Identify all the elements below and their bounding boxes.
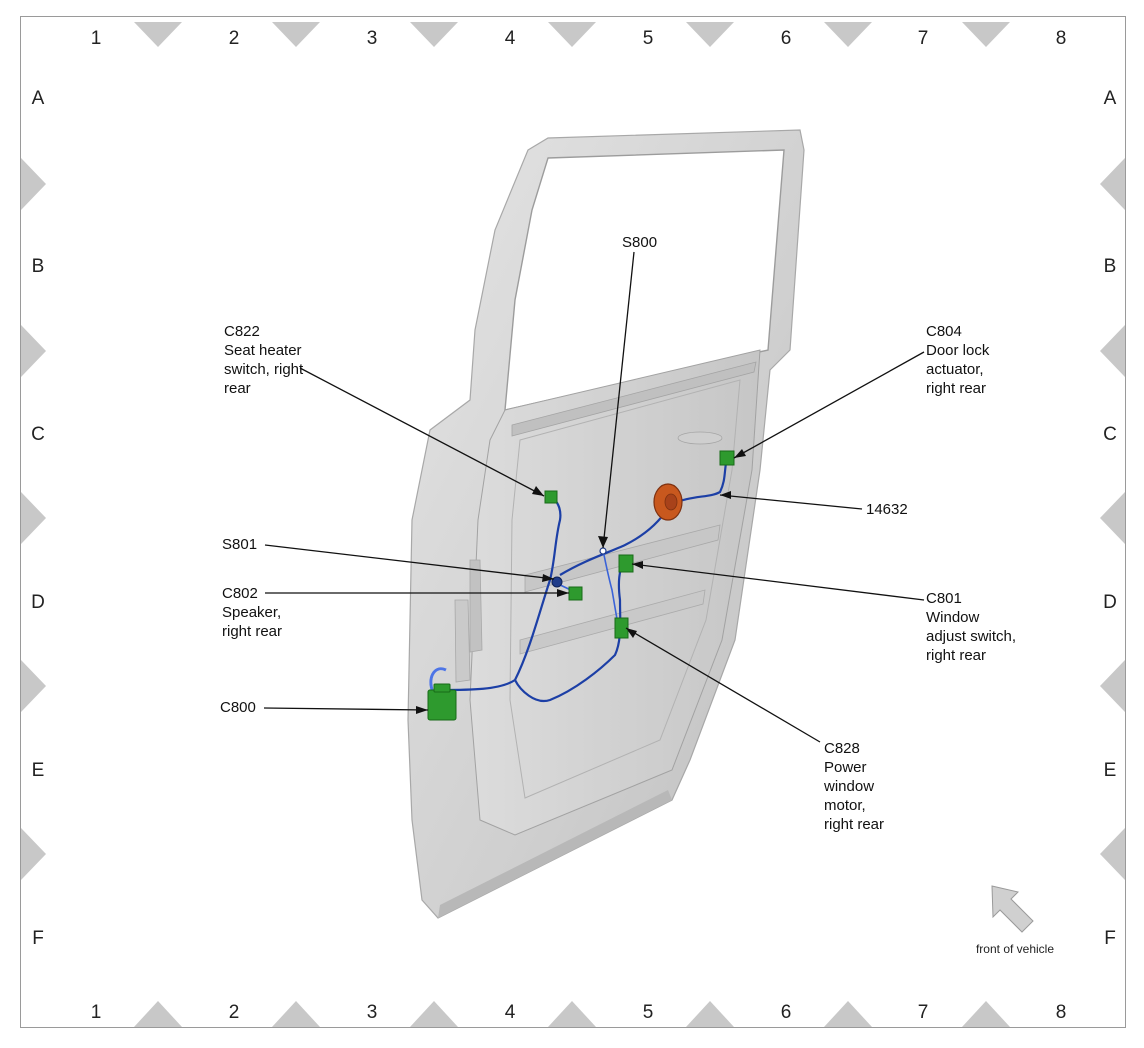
callout-c828-line-1: C828 bbox=[824, 740, 860, 757]
callout-c801-line-1: C801 bbox=[926, 590, 962, 607]
connector-c804 bbox=[719, 450, 735, 466]
callout-14632-line-1: 14632 bbox=[866, 501, 908, 518]
row-label-c-right: C bbox=[1103, 424, 1117, 445]
leader-arrowheads bbox=[416, 449, 746, 714]
callout-c800: C800 bbox=[220, 699, 256, 716]
callout-c804-line-1: C804 bbox=[926, 323, 962, 340]
row-label-a-right: A bbox=[1104, 88, 1117, 109]
diagram-frame bbox=[20, 16, 1126, 1028]
callout-c822-line-2: Seat heater bbox=[224, 342, 302, 359]
callout-s801-line-1: S801 bbox=[222, 536, 257, 553]
callout-c802: C802 Speaker, right rear bbox=[222, 585, 282, 640]
grid-ticks-top bbox=[134, 22, 1010, 47]
front-of-vehicle-label: front of vehicle bbox=[976, 942, 1054, 956]
leader-lines bbox=[263, 251, 925, 743]
connector-c800 bbox=[427, 689, 457, 721]
callout-c822-line-1: C822 bbox=[224, 323, 260, 340]
connector-c801 bbox=[618, 554, 634, 573]
row-label-f-right: F bbox=[1104, 928, 1116, 949]
col-label-1-bottom: 1 bbox=[91, 1002, 102, 1023]
row-label-d: D bbox=[31, 592, 45, 613]
col-label-2: 2 bbox=[229, 28, 240, 49]
splice-s801 bbox=[551, 576, 563, 588]
col-label-6-bottom: 6 bbox=[781, 1002, 792, 1023]
row-label-d-right: D bbox=[1103, 592, 1117, 613]
col-label-4-bottom: 4 bbox=[505, 1002, 516, 1023]
row-label-b-right: B bbox=[1104, 256, 1117, 277]
row-label-a: A bbox=[32, 88, 45, 109]
connector-c802 bbox=[568, 586, 583, 601]
callout-c801-line-2: Window bbox=[926, 609, 980, 626]
callout-s800-line-1: S800 bbox=[622, 234, 657, 251]
callout-c822-line-4: rear bbox=[224, 380, 251, 397]
callout-c801-line-4: right rear bbox=[926, 647, 986, 664]
callout-c804: C804 Door lock actuator, right rear bbox=[926, 323, 990, 397]
row-label-c: C bbox=[31, 424, 45, 445]
callout-c828-line-3: window bbox=[823, 778, 874, 795]
grid-ticks-right bbox=[1100, 158, 1125, 880]
callout-c828-line-2: Power bbox=[824, 759, 867, 776]
callout-s800: S800 bbox=[622, 234, 657, 251]
col-label-3: 3 bbox=[367, 28, 378, 49]
col-label-7: 7 bbox=[918, 28, 929, 49]
callout-c802-line-2: Speaker, bbox=[222, 604, 281, 621]
callout-c804-line-4: right rear bbox=[926, 380, 986, 397]
col-label-6: 6 bbox=[781, 28, 792, 49]
connector-c822 bbox=[544, 490, 558, 504]
grid-column-labels-bottom: 1 2 3 4 5 6 7 8 bbox=[91, 1002, 1067, 1023]
connectors bbox=[427, 450, 735, 721]
connector-c800-lock bbox=[433, 683, 451, 693]
grid-row-labels-right: A B C D E F bbox=[1103, 88, 1117, 949]
grid-ticks-bottom bbox=[134, 1001, 1010, 1027]
callout-s801: S801 bbox=[222, 536, 257, 553]
col-label-1: 1 bbox=[91, 28, 102, 49]
callout-c822: C822 Seat heater switch, right rear bbox=[224, 323, 304, 397]
callout-c802-line-3: right rear bbox=[222, 623, 282, 640]
col-label-2-bottom: 2 bbox=[229, 1002, 240, 1023]
callout-c804-line-3: actuator, bbox=[926, 361, 984, 378]
row-label-e-right: E bbox=[1104, 760, 1117, 781]
row-label-f: F bbox=[32, 928, 44, 949]
callout-c828: C828 Power window motor, right rear bbox=[823, 740, 884, 833]
arrow-up-left-icon bbox=[991, 885, 1034, 933]
row-label-b: B bbox=[32, 256, 45, 277]
callout-c828-line-4: motor, bbox=[824, 797, 866, 814]
col-label-8: 8 bbox=[1056, 28, 1067, 49]
callout-c800-line-1: C800 bbox=[220, 699, 256, 716]
splice-s800 bbox=[599, 547, 607, 555]
rear-door-illustration bbox=[407, 129, 805, 919]
col-label-7-bottom: 7 bbox=[918, 1002, 929, 1023]
grid-column-labels-top: 1 2 3 4 5 6 7 8 bbox=[91, 28, 1067, 49]
col-label-3-bottom: 3 bbox=[367, 1002, 378, 1023]
callout-c828-line-5: right rear bbox=[824, 816, 884, 833]
col-label-4: 4 bbox=[505, 28, 516, 49]
callout-c801-line-3: adjust switch, bbox=[926, 628, 1016, 645]
connector-c828 bbox=[614, 617, 629, 639]
col-label-5-bottom: 5 bbox=[643, 1002, 654, 1023]
callout-14632: 14632 bbox=[866, 501, 908, 518]
callout-c801: C801 Window adjust switch, right rear bbox=[926, 590, 1016, 664]
callout-c802-line-1: C802 bbox=[222, 585, 258, 602]
grid-row-labels-left: A B C D E F bbox=[31, 88, 45, 949]
front-of-vehicle-indicator: front of vehicle bbox=[976, 885, 1054, 956]
callout-c822-line-3: switch, right bbox=[224, 361, 304, 378]
col-label-8-bottom: 8 bbox=[1056, 1002, 1067, 1023]
row-label-e: E bbox=[32, 760, 45, 781]
callout-c804-line-2: Door lock bbox=[926, 342, 990, 359]
col-label-5: 5 bbox=[643, 28, 654, 49]
grid-ticks-left bbox=[21, 158, 46, 880]
